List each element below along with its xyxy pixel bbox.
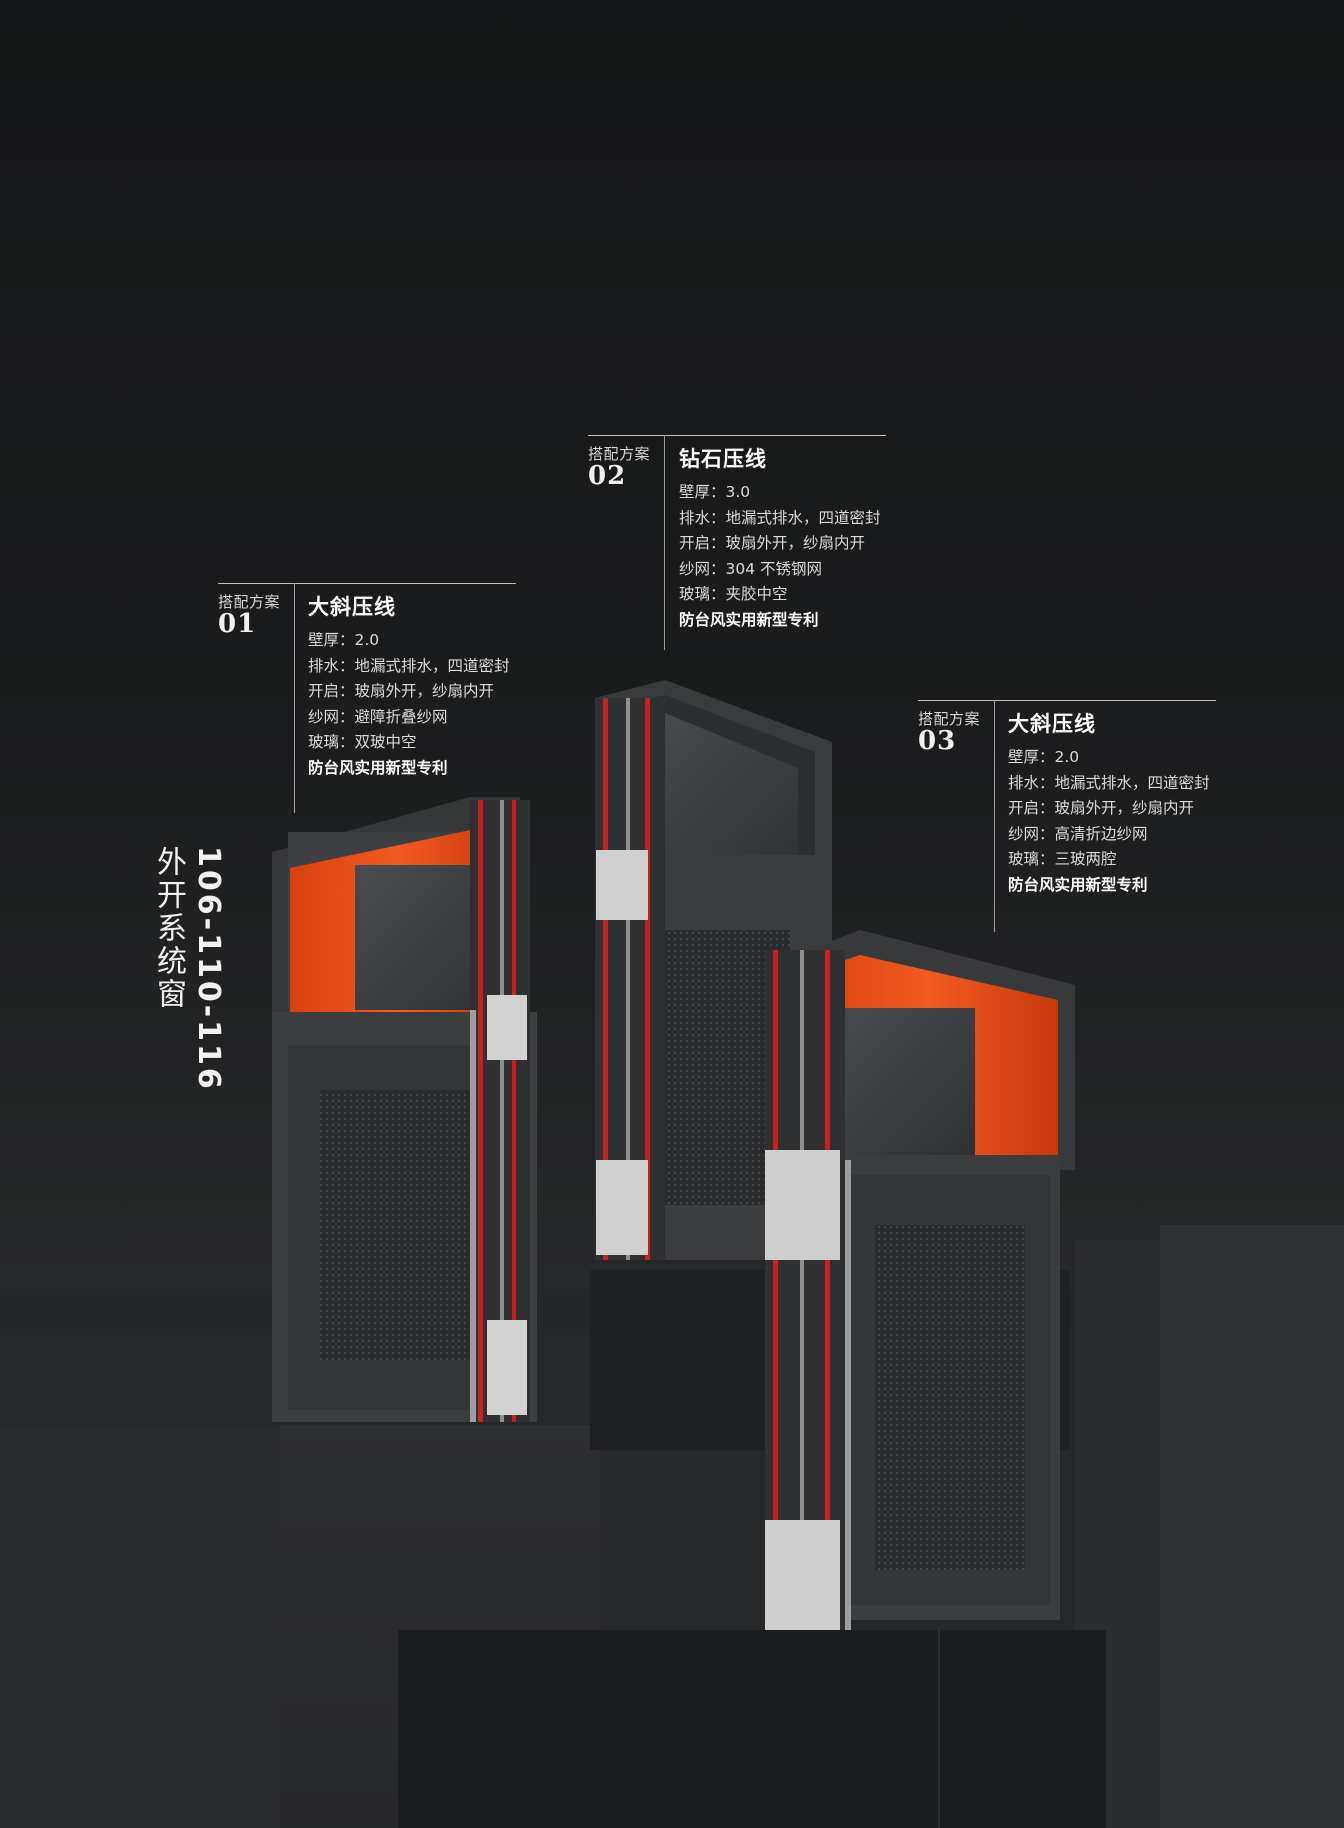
spec-line-drain: 排水：地漏式排水，四道密封: [1008, 773, 1210, 792]
spec-line-wall: 壁厚：2.0: [1008, 748, 1080, 766]
spec-label: 搭配方案: [588, 445, 651, 463]
spec-line-open: 开启：玻扇外开，纱扇内开: [308, 682, 495, 700]
window-model-01: [272, 797, 537, 1422]
spec-line-screen: 纱网：高清折边纱网: [1008, 824, 1148, 843]
spec-title: 大斜压线: [1008, 712, 1096, 736]
spec-block-01: 搭配方案 01 大斜压线 壁厚：2.0 排水：地漏式排水，四道密封 开启：玻扇外…: [218, 583, 518, 813]
spec-label: 搭配方案: [918, 710, 981, 728]
spec-block-02: 搭配方案 02 钻石压线 壁厚：3.0 排水：地漏式排水，四道密封 开启：玻扇外…: [588, 435, 888, 650]
spec-number: 01: [218, 609, 257, 639]
spec-block-03: 搭配方案 03 大斜压线 壁厚：2.0 排水：地漏式排水，四道密封 开启：玻扇外…: [918, 700, 1218, 932]
spec-number: 03: [918, 726, 957, 756]
spec-patent: 防台风实用新型专利: [679, 610, 819, 629]
spec-line-glass: 玻璃：双玻中空: [308, 733, 417, 751]
product-series-name: 外开系统窗: [151, 846, 186, 1011]
spec-line-screen: 纱网：304 不锈钢网: [679, 559, 823, 578]
spec-title: 钻石压线: [679, 447, 767, 471]
spec-line-wall: 壁厚：2.0: [308, 631, 380, 649]
spec-line-drain: 排水：地漏式排水，四道密封: [679, 508, 881, 527]
window-model-03: [765, 930, 1075, 1630]
spec-patent: 防台风实用新型专利: [308, 758, 448, 777]
spec-line-wall: 壁厚：3.0: [679, 483, 751, 501]
spec-line-drain: 排水：地漏式排水，四道密封: [308, 656, 510, 675]
product-model-number: 106-110-116: [191, 846, 226, 1092]
spec-label: 搭配方案: [218, 593, 281, 611]
spec-line-screen: 纱网：避障折叠纱网: [308, 707, 448, 726]
spec-line-open: 开启：玻扇外开，纱扇内开: [679, 534, 866, 552]
backdrop-blocks: [0, 1225, 1344, 1828]
spec-number: 02: [588, 461, 627, 491]
spec-line-glass: 玻璃：夹胶中空: [679, 585, 788, 603]
spec-line-glass: 玻璃：三玻两腔: [1008, 850, 1117, 868]
spec-title: 大斜压线: [308, 595, 396, 619]
spec-line-open: 开启：玻扇外开，纱扇内开: [1008, 799, 1195, 817]
spec-patent: 防台风实用新型专利: [1008, 875, 1148, 894]
product-vertical-title: 106-110-116 外开系统窗: [148, 846, 228, 1092]
